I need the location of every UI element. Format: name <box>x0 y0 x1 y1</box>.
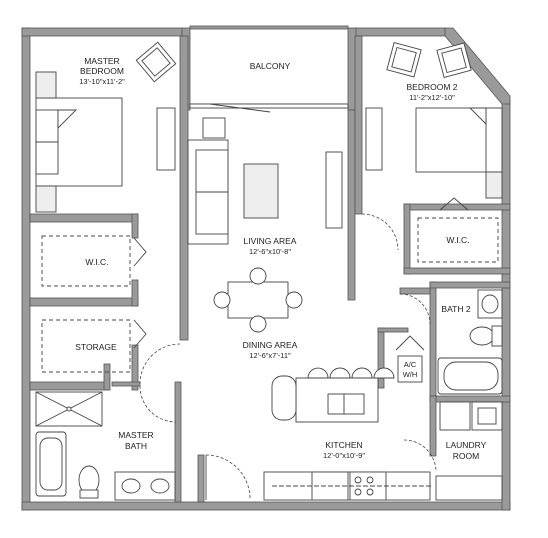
armchair <box>386 42 422 78</box>
master-bedroom-dims: 13'-10"x11'-2" <box>79 77 125 86</box>
living-dining: LIVING AREA 12'-6"x10'-8" DINING AREA 12… <box>187 117 343 360</box>
bath-2: BATH 2 <box>399 289 503 395</box>
armchair <box>436 42 472 78</box>
master-dresser <box>156 107 176 171</box>
master-wic: W.I.C. <box>41 235 147 287</box>
kitchen-dims: 12'-0"x10'-9" <box>323 451 365 460</box>
bedroom2-door <box>361 213 399 251</box>
storage-label: STORAGE <box>75 342 117 352</box>
bedroom2-label: BEDROOM 2 <box>406 82 457 92</box>
bar-stool <box>307 367 395 379</box>
master-bath-door <box>139 385 177 423</box>
ac-label-2: W/H <box>403 370 418 379</box>
ac-closet: A/C W/H <box>395 335 425 383</box>
bed2-wic: W.I.C. <box>417 197 499 263</box>
ac-unit <box>397 355 423 383</box>
interior-walls <box>29 35 511 503</box>
laundry-label-2: ROOM <box>453 451 479 461</box>
dining-table <box>227 281 289 319</box>
washer <box>439 401 471 431</box>
master-bedroom-label-1: MASTER <box>84 56 119 66</box>
side-table <box>202 117 226 139</box>
entry-door <box>205 454 251 501</box>
laundry-door <box>403 439 437 473</box>
master-bath-label-1: MASTER <box>118 430 153 440</box>
master-bath: MASTER BATH <box>35 385 177 501</box>
living-area-dims: 12'-6"x10'-8" <box>249 247 291 256</box>
nightstand <box>35 71 57 99</box>
bath2-toilet <box>469 326 495 346</box>
balcony: BALCONY <box>189 61 349 113</box>
bath2-door <box>399 293 431 325</box>
dining-area-label: DINING AREA <box>243 340 298 350</box>
nightstand <box>485 171 503 199</box>
kitchen-label: KITCHEN <box>325 440 362 450</box>
nightstand <box>35 185 57 213</box>
kitchen-sink <box>343 393 365 415</box>
master-door <box>139 343 181 385</box>
dishwasher <box>271 375 297 421</box>
master-bath-label-2: BATH <box>125 441 147 451</box>
balcony-label: BALCONY <box>250 61 291 71</box>
kitchen: KITCHEN 12'-0"x10'-9" <box>263 367 433 501</box>
dining-area-dims: 12'-6"x7'-11" <box>249 351 291 360</box>
wic-label: W.I.C. <box>85 257 108 267</box>
dining-chair <box>213 267 303 333</box>
storage: STORAGE <box>41 319 147 373</box>
laundry-room: LAUNDRY ROOM <box>403 401 503 501</box>
ac-label-1: A/C <box>404 360 417 369</box>
bath2-label: BATH 2 <box>441 304 470 314</box>
coffee-table <box>243 163 279 219</box>
armchair <box>135 41 177 83</box>
tv-console <box>325 151 343 229</box>
laundry-label-1: LAUNDRY <box>446 440 487 450</box>
master-bedroom-label-2: BEDROOM <box>80 66 124 76</box>
bedroom-2: BEDROOM 2 11'-2"x12'-10" <box>361 42 503 251</box>
bedroom2-dresser <box>365 107 383 171</box>
living-area-label: LIVING AREA <box>244 236 297 246</box>
bed2-wic-label: W.I.C. <box>446 235 469 245</box>
bedroom2-dims: 11'-2"x12'-10" <box>409 93 455 102</box>
master-bedroom: MASTER BEDROOM 13'-10"x11'-2" <box>35 41 177 213</box>
